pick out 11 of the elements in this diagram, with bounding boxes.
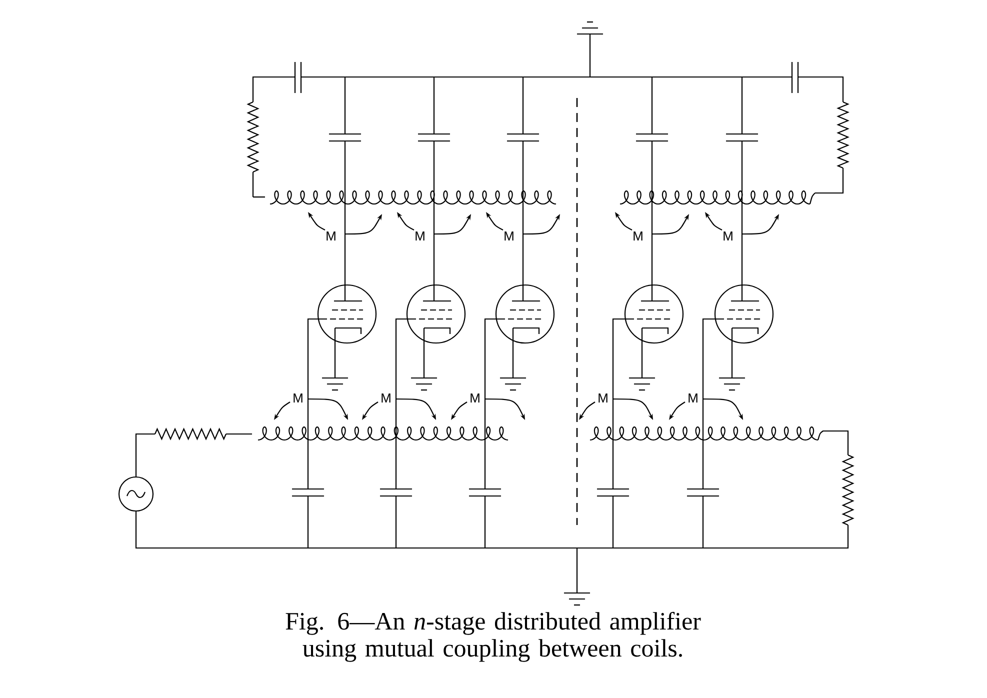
inductance-label: M: [598, 394, 608, 402]
inductance-label: M: [470, 394, 480, 402]
inductance-label: M: [634, 232, 642, 240]
inductance-label: M: [382, 394, 390, 402]
inductance-label: M: [724, 232, 732, 240]
inductance-label: M: [294, 394, 302, 402]
inductance-label: M: [326, 232, 336, 240]
inductance-label: M: [504, 232, 514, 240]
inductance-label: M: [416, 232, 424, 240]
inductance-label: M: [688, 394, 698, 402]
figure-caption: Fig. 6—An n-stage distributed amplifier using mutual coupling between coils.: [286, 612, 701, 662]
